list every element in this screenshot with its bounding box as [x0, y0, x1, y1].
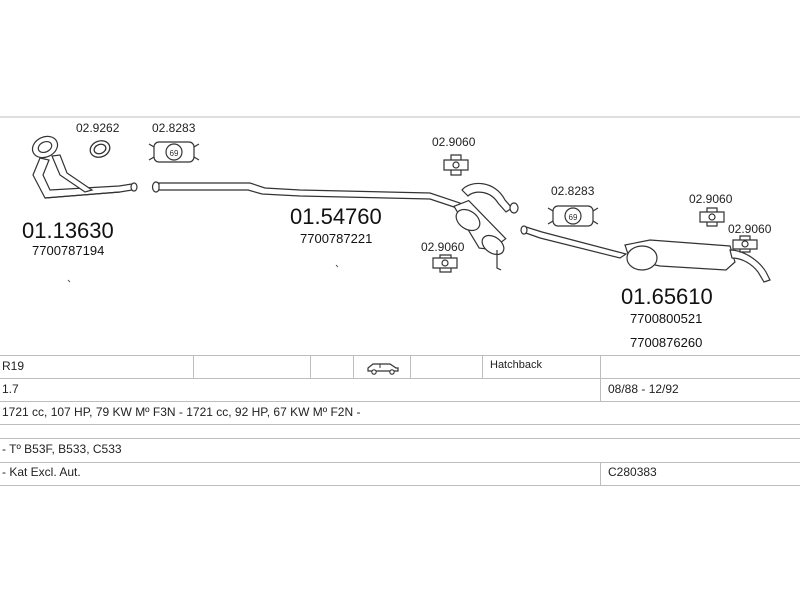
table-divider [193, 355, 194, 378]
table-rule [0, 424, 800, 425]
fitting-label: 02.8283 [551, 184, 595, 198]
rubber-hanger-icon [732, 235, 758, 253]
part-code: 01.54760 [290, 204, 382, 229]
part-ref: 7700787221 [300, 231, 372, 246]
table-rule [0, 438, 800, 439]
front-downpipe-part [31, 135, 138, 199]
fitting-label: 02.9060 [689, 192, 733, 206]
table-divider [600, 462, 601, 485]
rubber-hanger-icon [699, 207, 725, 227]
engine-size-cell: 1.7 [2, 382, 19, 396]
fitting-label: 02.9060 [432, 135, 476, 149]
part-code: 01.65610 [621, 284, 713, 309]
table-divider [482, 355, 483, 378]
note-cell: - Kat Excl. Aut. [2, 465, 81, 479]
table-divider [310, 355, 311, 378]
table-rule [0, 462, 800, 463]
centre-silencer-part [151, 181, 519, 271]
part-ref: 7700876260 [630, 335, 702, 350]
model-cell: R19 [2, 359, 25, 373]
rear-silencer-part [520, 225, 771, 283]
type-codes-cell: - Tº B53F, B533, C533 [2, 442, 122, 456]
clamp-icon [148, 141, 200, 163]
gasket-ring [89, 140, 111, 158]
table-rule [0, 355, 800, 356]
table-rule [0, 378, 800, 379]
part-ref: 7700787194 [32, 243, 104, 258]
table-rule [0, 401, 800, 402]
fitting-label: 02.9262 [76, 121, 120, 135]
clamp-icon [547, 205, 599, 227]
part-ref: 7700800521 [630, 311, 702, 326]
table-divider [600, 355, 601, 401]
hanger-badge: 69 [569, 213, 578, 222]
engine-spec-cell: 1721 cc, 107 HP, 79 KW Mº F3N - 1721 cc,… [2, 405, 361, 419]
kit-code-cell: C280383 [608, 465, 657, 479]
fitting-label: 02.9060 [421, 240, 465, 254]
fitting-label: 02.9060 [728, 222, 772, 236]
table-rule [0, 485, 800, 486]
table-divider [353, 355, 354, 378]
hatchback-car-icon [367, 363, 399, 375]
rubber-hanger-icon [443, 154, 469, 176]
hanger-badge: 69 [170, 149, 179, 158]
years-cell: 08/88 - 12/92 [608, 382, 679, 396]
fitting-label: 02.8283 [152, 121, 196, 135]
body-type-cell: Hatchback [490, 359, 542, 371]
rubber-hanger-icon [432, 254, 458, 273]
part-code: 01.13630 [22, 218, 114, 243]
table-divider [410, 355, 411, 378]
